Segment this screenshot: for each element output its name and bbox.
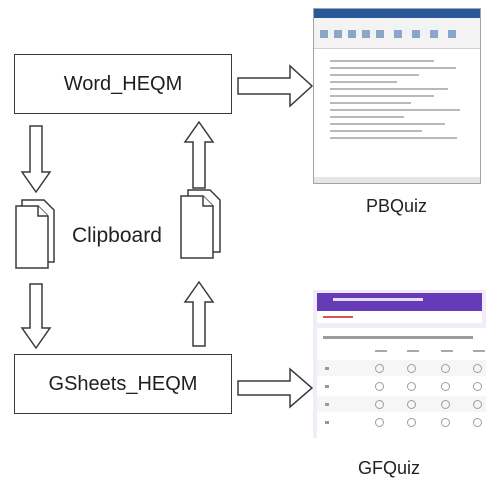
radio-button[interactable] xyxy=(473,418,482,427)
form-required-note xyxy=(317,311,482,323)
radio-button[interactable] xyxy=(473,382,482,391)
word-titlebar xyxy=(314,9,480,18)
document-fold xyxy=(37,206,48,217)
form-grid-row xyxy=(317,378,486,394)
radio-button[interactable] xyxy=(441,400,450,409)
arrow-word-to-clipboard xyxy=(20,125,52,194)
radio-button[interactable] xyxy=(473,400,482,409)
radio-button[interactable] xyxy=(407,382,416,391)
radio-button[interactable] xyxy=(375,382,384,391)
radio-button[interactable] xyxy=(407,418,416,427)
radio-button[interactable] xyxy=(441,364,450,373)
word-ribbon xyxy=(314,18,480,49)
arrow-gsheets-to-clipboard xyxy=(183,280,215,347)
form-grid-row xyxy=(317,360,486,376)
form-grid-row xyxy=(317,396,486,412)
arrow-clipboard-to-gsheets xyxy=(20,283,52,350)
word-statusbar xyxy=(314,177,480,183)
form-question-card xyxy=(317,328,486,438)
document-fold xyxy=(202,196,213,207)
document-icon xyxy=(180,195,214,259)
pbquiz-document-thumbnail xyxy=(313,8,481,184)
arrow-gsheets-to-gfquiz xyxy=(237,367,314,409)
form-question-text xyxy=(323,336,473,339)
pbquiz-label: PBQuiz xyxy=(366,196,428,216)
clipboard-label: Clipboard xyxy=(72,224,162,247)
form-header xyxy=(317,293,482,311)
radio-button[interactable] xyxy=(375,400,384,409)
gfquiz-form-thumbnail xyxy=(313,290,486,438)
gsheets-heqm-label: GSheets_HEQM xyxy=(48,372,198,395)
radio-button[interactable] xyxy=(473,364,482,373)
radio-button[interactable] xyxy=(375,418,384,427)
document-stack-icon-left xyxy=(15,199,55,269)
document-stack-icon-right xyxy=(180,189,221,259)
radio-button[interactable] xyxy=(441,418,450,427)
radio-button[interactable] xyxy=(407,364,416,373)
gfquiz-label: GFQuiz xyxy=(358,458,421,478)
arrow-word-to-pbquiz xyxy=(237,64,314,108)
radio-button[interactable] xyxy=(407,400,416,409)
gsheets-heqm-box: GSheets_HEQM xyxy=(14,354,232,414)
word-heqm-label: Word_HEQM xyxy=(63,72,183,95)
radio-button[interactable] xyxy=(441,382,450,391)
radio-button[interactable] xyxy=(375,364,384,373)
word-page xyxy=(324,55,472,179)
arrow-clipboard-to-word xyxy=(183,120,215,189)
form-grid-row xyxy=(317,414,486,430)
document-icon xyxy=(15,205,49,269)
word-heqm-box: Word_HEQM xyxy=(14,54,232,114)
